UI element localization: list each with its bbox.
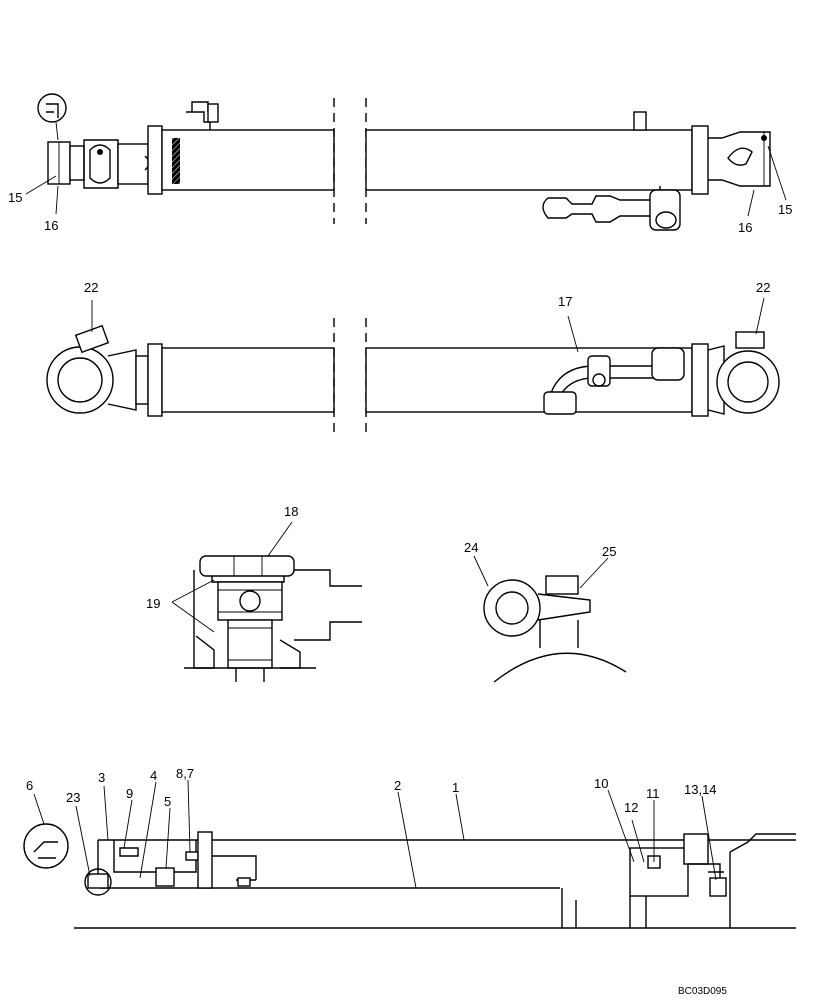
callout-24: 24 xyxy=(464,540,478,555)
callout-15-top-left: 15 xyxy=(8,190,22,205)
drawing-code: BC03D095 xyxy=(678,986,727,997)
callout-11: 11 xyxy=(646,786,660,801)
callout-4: 4 xyxy=(150,768,157,783)
middle-cylinder-view xyxy=(46,318,780,438)
callout-labels: 15 16 16 15 22 17 22 18 19 24 25 6 23 3 … xyxy=(8,190,792,997)
callout-2: 2 xyxy=(394,778,401,793)
callout-16-top-left: 16 xyxy=(44,218,58,233)
fitting-detail-18-19 xyxy=(184,555,362,682)
callout-5: 5 xyxy=(164,794,171,809)
callout-9: 9 xyxy=(126,786,133,801)
callout-1: 1 xyxy=(452,780,459,795)
callout-15-top-right: 15 xyxy=(778,202,792,217)
callout-18: 18 xyxy=(284,504,298,519)
callout-13-14: 13,14 xyxy=(684,782,717,797)
callout-8-7: 8,7 xyxy=(176,766,194,781)
callout-23: 23 xyxy=(66,790,80,805)
callout-17: 17 xyxy=(558,294,572,309)
callout-19: 19 xyxy=(146,596,160,611)
top-cylinder-view xyxy=(37,93,771,231)
section-view xyxy=(23,823,796,929)
callout-16-top-right: 16 xyxy=(738,220,752,235)
eye-detail-24-25 xyxy=(483,575,627,683)
callout-3: 3 xyxy=(98,770,105,785)
callout-22-mid-right: 22 xyxy=(756,280,770,295)
leader-lines xyxy=(25,145,787,889)
callout-10: 10 xyxy=(594,776,608,791)
callout-25: 25 xyxy=(602,544,616,559)
callout-6: 6 xyxy=(26,778,33,793)
callout-22-mid-left: 22 xyxy=(84,280,98,295)
callout-12: 12 xyxy=(624,800,638,815)
